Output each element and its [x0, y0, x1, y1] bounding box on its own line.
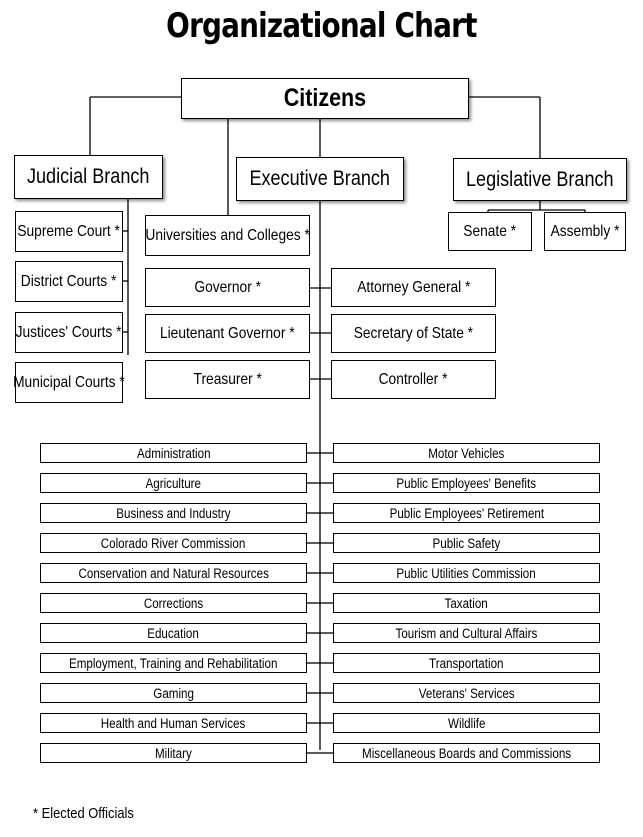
- official-attorney-general: Attorney General *: [331, 268, 496, 307]
- executive-branch-label: Executive Branch: [249, 167, 391, 190]
- citizens-label: Citizens: [283, 84, 367, 112]
- department-box: Health and Human Services: [40, 713, 307, 733]
- department-box: Transportation: [333, 653, 600, 673]
- department-box: Employment, Training and Rehabilitation: [40, 653, 307, 673]
- department-label: Education: [147, 625, 200, 641]
- official-label: Lieutenant Governor *: [160, 324, 295, 342]
- court-label: Justices' Courts *: [16, 323, 122, 341]
- official-lieutenant-governor: Lieutenant Governor *: [145, 314, 310, 353]
- department-label: Public Employees' Retirement: [389, 505, 544, 521]
- court-label: Supreme Court *: [17, 222, 121, 240]
- department-label: Wildlife: [447, 715, 486, 731]
- court-label: District Courts *: [21, 272, 117, 290]
- department-box: Administration: [40, 443, 307, 463]
- department-label: Public Employees' Benefits: [396, 475, 537, 491]
- legislative-assembly: Assembly *: [544, 212, 626, 251]
- page-title: Organizational Chart: [166, 6, 477, 46]
- official-governor: Governor *: [145, 268, 310, 307]
- official-label: Treasurer *: [193, 370, 262, 388]
- department-box: Military: [40, 743, 307, 763]
- universities-box: Universities and Colleges *: [145, 215, 310, 256]
- department-label: Corrections: [143, 595, 204, 611]
- department-label: Conservation and Natural Resources: [78, 565, 269, 581]
- department-label: Miscellaneous Boards and Commissions: [361, 745, 572, 761]
- department-box: Colorado River Commission: [40, 533, 307, 553]
- department-label: Taxation: [444, 595, 489, 611]
- court-label: Municipal Courts *: [13, 373, 125, 391]
- judicial-branch-box: Judicial Branch: [14, 155, 163, 199]
- official-treasurer: Treasurer *: [145, 360, 310, 399]
- official-secretary-of-state: Secretary of State *: [331, 314, 496, 353]
- department-label: Employment, Training and Rehabilitation: [69, 655, 278, 671]
- executive-branch-box: Executive Branch: [236, 157, 404, 201]
- official-label: Attorney General *: [356, 278, 471, 296]
- official-label: Controller *: [379, 370, 448, 388]
- department-label: Business and Industry: [116, 505, 231, 521]
- judicial-court-supreme: Supreme Court *: [15, 211, 123, 252]
- department-label: Agriculture: [145, 475, 202, 491]
- department-box: Conservation and Natural Resources: [40, 563, 307, 583]
- department-box: Tourism and Cultural Affairs: [333, 623, 600, 643]
- department-box: Gaming: [40, 683, 307, 703]
- legislative-senate: Senate *: [448, 212, 532, 251]
- citizens-box: Citizens: [181, 78, 469, 119]
- department-label: Transportation: [429, 655, 504, 671]
- department-box: Education: [40, 623, 307, 643]
- judicial-court-municipal: Municipal Courts *: [13, 362, 125, 403]
- department-label: Public Safety: [432, 535, 501, 551]
- official-label: Secretary of State *: [353, 324, 474, 342]
- official-label: Governor *: [194, 278, 261, 296]
- department-label: Tourism and Cultural Affairs: [395, 625, 538, 641]
- judicial-court-justices: Justices' Courts *: [15, 312, 123, 353]
- department-box: Public Utilities Commission: [333, 563, 600, 583]
- judicial-branch-label: Judicial Branch: [27, 165, 150, 188]
- department-box: Business and Industry: [40, 503, 307, 523]
- chamber-label: Senate *: [463, 222, 517, 240]
- department-box: Wildlife: [333, 713, 600, 733]
- department-label: Gaming: [153, 685, 194, 701]
- department-box: Public Safety: [333, 533, 600, 553]
- department-label: Motor Vehicles: [428, 445, 505, 461]
- department-box: Veterans' Services: [333, 683, 600, 703]
- judicial-court-district: District Courts *: [15, 261, 123, 302]
- department-label: Public Utilities Commission: [396, 565, 537, 581]
- official-controller: Controller *: [331, 360, 496, 399]
- department-box: Taxation: [333, 593, 600, 613]
- department-box: Agriculture: [40, 473, 307, 493]
- department-box: Motor Vehicles: [333, 443, 600, 463]
- department-box: Public Employees' Benefits: [333, 473, 600, 493]
- department-label: Military: [155, 745, 192, 761]
- department-label: Veterans' Services: [418, 685, 515, 701]
- department-label: Colorado River Commission: [101, 535, 246, 551]
- department-box: Public Employees' Retirement: [333, 503, 600, 523]
- universities-label: Universities and Colleges *: [145, 226, 310, 244]
- department-box: Miscellaneous Boards and Commissions: [333, 743, 600, 763]
- department-label: Health and Human Services: [101, 715, 246, 731]
- department-box: Corrections: [40, 593, 307, 613]
- department-label: Administration: [136, 445, 211, 461]
- legislative-branch-box: Legislative Branch: [453, 158, 627, 201]
- legislative-branch-label: Legislative Branch: [466, 167, 614, 191]
- chamber-label: Assembly *: [550, 222, 620, 240]
- footnote-text: * Elected Officials: [33, 805, 134, 822]
- footnote: * Elected Officials: [33, 805, 150, 822]
